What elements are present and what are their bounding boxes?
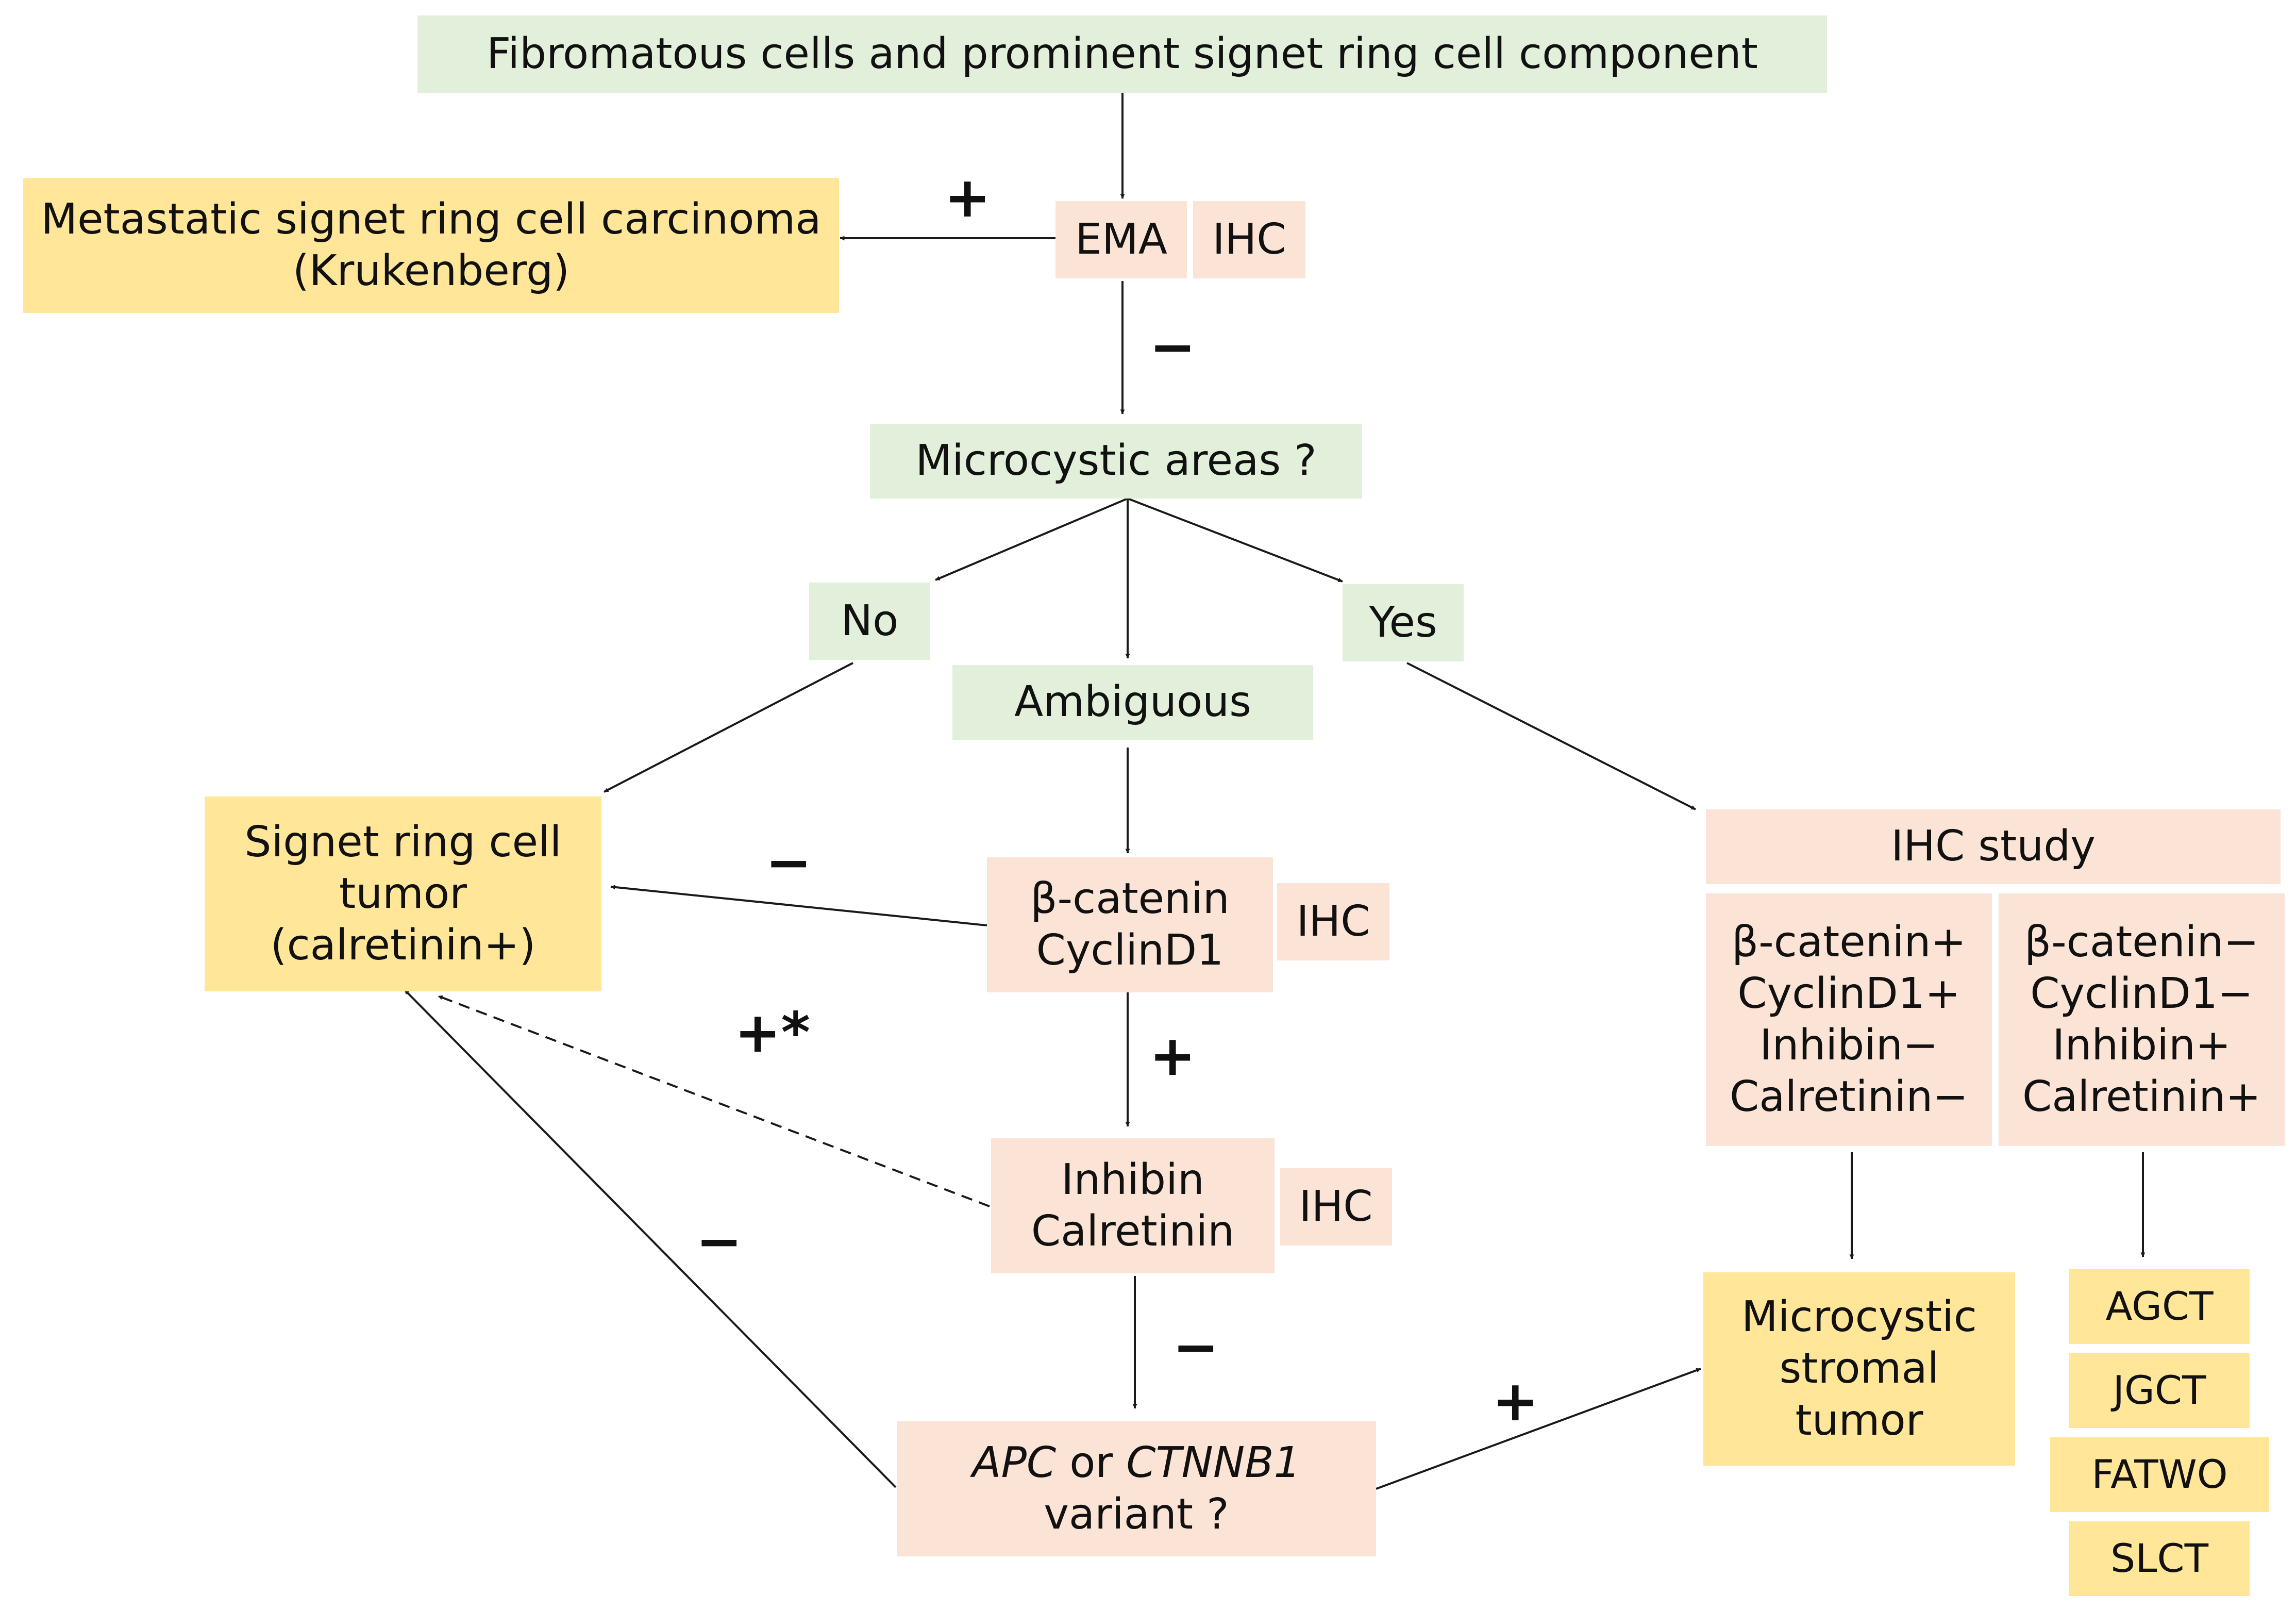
ihc-ema-tag: IHC [1193, 201, 1305, 278]
sign-inhibin-positive-asterisk: +* [734, 1001, 810, 1065]
signet-ring-cell-tumor-node: Signet ring cell tumor (calretinin+) [205, 796, 601, 991]
ema-label: EMA [1075, 214, 1167, 264]
ihc-ema-label: IHC [1212, 214, 1286, 264]
yes-node: Yes [1343, 584, 1464, 661]
differential-label: JGCT [2113, 1367, 2206, 1414]
ihc-inhibin-label: IHC [1299, 1182, 1373, 1231]
sign-inhibin-negative: − [1172, 1315, 1219, 1380]
microcystic-node: Microcystic areas ? [870, 424, 1362, 499]
ambiguous-node: Ambiguous [952, 665, 1313, 740]
edge-variant-to-mst [1376, 1368, 1701, 1490]
ihc-study-label: IHC study [1891, 822, 2096, 871]
no-label: No [841, 596, 899, 645]
bcat-line1: β-catenin [1030, 874, 1230, 923]
differential-label: AGCT [2105, 1283, 2214, 1330]
apc-gene-name: APC [972, 1438, 1057, 1487]
srct-line3: (calretinin+) [270, 921, 536, 970]
microcystic-label: Microcystic areas ? [915, 436, 1317, 486]
edge-variant-to-srct [404, 989, 897, 1488]
yes-label: Yes [1369, 597, 1437, 647]
differential-slct: SLCT [2069, 1521, 2250, 1596]
pos-profile-line: Inhibin− [1759, 1021, 1938, 1070]
srct-line2: tumor [339, 869, 467, 918]
ihc-study-node: IHC study [1706, 809, 2281, 884]
krukenberg-line2: (Krukenberg) [292, 246, 570, 295]
krukenberg-node: Metastatic signet ring cell carcinoma (K… [23, 178, 839, 313]
sign-ema-negative: − [1149, 315, 1196, 379]
edge-no-to-srct [604, 662, 853, 793]
ema-node: EMA [1055, 201, 1187, 278]
pos-profile-line: β-catenin+ [1731, 917, 1967, 967]
apc-ctnnb1-variant-node: APC or CTNNB1 variant ? [897, 1421, 1376, 1556]
ihc-bcat-label: IHC [1296, 897, 1370, 946]
edge-inhibin-to-srct [438, 995, 990, 1207]
apc-line2: variant ? [1044, 1490, 1229, 1539]
inhibin-line2: Calretinin [1031, 1207, 1235, 1256]
ihc-inhibin-tag: IHC [1280, 1168, 1392, 1246]
no-node: No [809, 583, 930, 660]
mst-line3: tumor [1795, 1396, 1923, 1445]
neg-profile-line: CyclinD1− [2030, 969, 2253, 1018]
inhibin-line1: Inhibin [1061, 1155, 1204, 1204]
neg-profile-node: β-catenin− CyclinD1− Inhibin+ Calretinin… [1999, 893, 2285, 1146]
sign-ema-positive: + [944, 165, 991, 230]
ihc-bcat-tag: IHC [1277, 883, 1389, 960]
sign-variant-negative: − [696, 1209, 743, 1274]
apc-line1: APC or CTNNB1 [972, 1437, 1300, 1489]
microcystic-stromal-tumor-node: Microcystic stromal tumor [1703, 1272, 2015, 1466]
srct-line1: Signet ring cell [244, 817, 562, 867]
pos-profile-node: β-catenin+ CyclinD1+ Inhibin− Calretinin… [1706, 893, 1992, 1146]
differential-fatwo: FATWO [2050, 1437, 2269, 1512]
bcat-line2: CyclinD1 [1036, 926, 1224, 975]
ctnnb1-gene-name: CTNNB1 [1126, 1438, 1301, 1487]
differential-label: SLCT [2110, 1535, 2209, 1582]
edge-microcystic-to-no [935, 497, 1128, 581]
pos-profile-line: Calretinin− [1729, 1072, 1968, 1122]
neg-profile-line: Inhibin+ [2052, 1021, 2231, 1070]
ambiguous-label: Ambiguous [1014, 677, 1251, 727]
bcatenin-cyclind1-node: β-catenin CyclinD1 [987, 857, 1273, 992]
mst-line1: Microcystic [1741, 1292, 1977, 1342]
differential-label: FATWO [2091, 1451, 2228, 1498]
edge-bcat-to-srct [610, 885, 987, 926]
start-node-label: Fibromatous cells and prominent signet r… [487, 29, 1758, 78]
neg-profile-line: Calretinin+ [2022, 1072, 2261, 1122]
differential-jgct: JGCT [2069, 1353, 2250, 1428]
krukenberg-line1: Metastatic signet ring cell carcinoma [41, 194, 822, 244]
mst-line2: stromal [1779, 1344, 1939, 1393]
sign-bcat-negative: − [765, 831, 812, 895]
differential-agct: AGCT [2069, 1269, 2250, 1344]
edge-yes-to-ihc-study [1406, 662, 1696, 810]
apc-or-word: or [1056, 1438, 1127, 1487]
neg-profile-line: β-catenin− [2024, 917, 2259, 967]
sign-variant-positive: + [1492, 1369, 1539, 1434]
start-node: Fibromatous cells and prominent signet r… [417, 15, 1827, 93]
sign-bcat-positive: + [1149, 1024, 1196, 1088]
edge-microcystic-to-yes [1127, 497, 1343, 583]
inhibin-calretinin-node: Inhibin Calretinin [991, 1138, 1275, 1273]
pos-profile-line: CyclinD1+ [1737, 969, 1960, 1018]
